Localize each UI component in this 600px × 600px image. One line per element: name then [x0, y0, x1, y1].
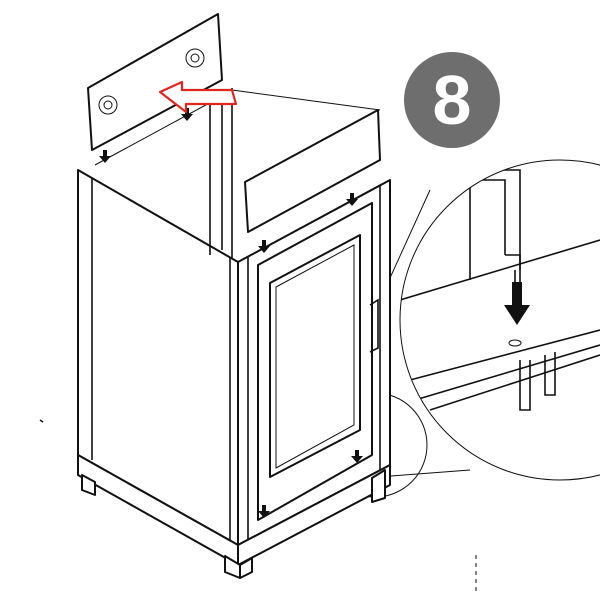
front-top-panel [244, 109, 381, 233]
door-window [269, 234, 361, 478]
step-number-badge: 8 [404, 52, 500, 148]
insert-arrow-icon [158, 80, 238, 114]
down-arrow-icon [99, 108, 363, 518]
rear-top-panel [87, 13, 223, 151]
door-handle [369, 298, 379, 353]
down-arrow-icon [504, 282, 530, 325]
cabinet [77, 13, 391, 579]
